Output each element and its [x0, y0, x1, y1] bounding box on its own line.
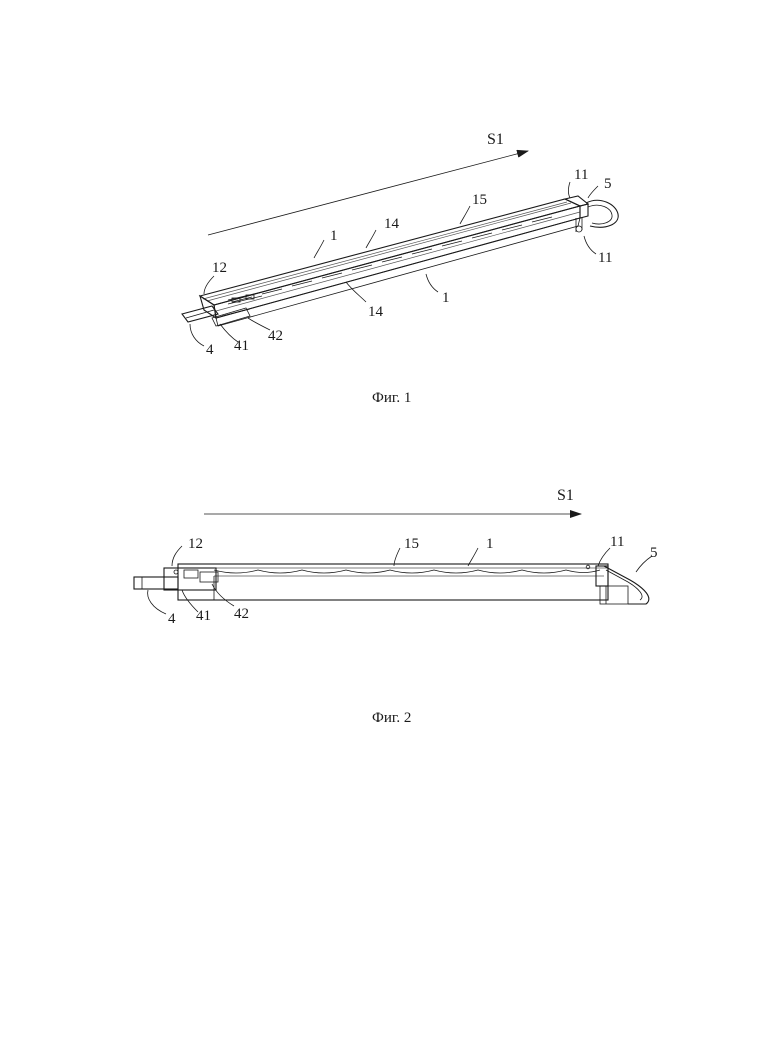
- figure-1-label-connector: 4: [206, 342, 214, 358]
- figure-2-track-profile: [214, 570, 600, 573]
- figure-1-label-end-cap-top: 11: [574, 167, 588, 183]
- figure-1-label-connector-part-b: 42: [268, 328, 283, 344]
- figure-2-caption: Фиг. 2: [372, 710, 411, 726]
- figure-1-label-frame-bottom: 1: [442, 290, 450, 306]
- figure-2-end-cap: [596, 566, 628, 604]
- figure-2-label-frame: 1: [486, 536, 494, 552]
- figure-1-arrow-label: S1: [487, 131, 504, 148]
- figure-2-arrow-label: S1: [557, 487, 574, 504]
- figure-2-connector: [134, 568, 218, 590]
- figure-2-rail-assembly: [134, 564, 649, 604]
- figure-2-label-connector: 4: [168, 611, 176, 627]
- figure-1-rail-assembly: [182, 196, 618, 326]
- figure-1-label-track: 15: [472, 192, 487, 208]
- figure-1-label-handle: 5: [604, 176, 612, 192]
- figure-1-caption: Фиг. 1: [372, 390, 411, 406]
- figure-2-label-connector-part-a: 41: [196, 608, 211, 624]
- figure-2-label-connector-part-b: 42: [234, 606, 249, 622]
- figure-1-label-rail-top: 14: [384, 216, 400, 232]
- figure-1-label-front-end: 12: [212, 260, 227, 276]
- figure-1-label-end-cap-bottom: 11: [598, 250, 612, 266]
- figure-1-label-connector-part-a: 41: [234, 338, 249, 354]
- figure-1-label-rail-bottom: 14: [368, 304, 384, 320]
- figure-2-label-track: 15: [404, 536, 419, 552]
- figure-2-leaders: [148, 546, 652, 614]
- figure-2-label-handle: 5: [650, 545, 658, 561]
- figure-1-label-frame-top: 1: [330, 228, 338, 244]
- figure-2-handle: [604, 566, 649, 604]
- figure-2-label-front-end: 12: [188, 536, 203, 552]
- figure-2-label-end-cap: 11: [610, 534, 624, 550]
- figure-1-handle: [586, 200, 618, 227]
- figure-2: S1: [134, 487, 658, 726]
- figure-1: S1: [182, 131, 618, 406]
